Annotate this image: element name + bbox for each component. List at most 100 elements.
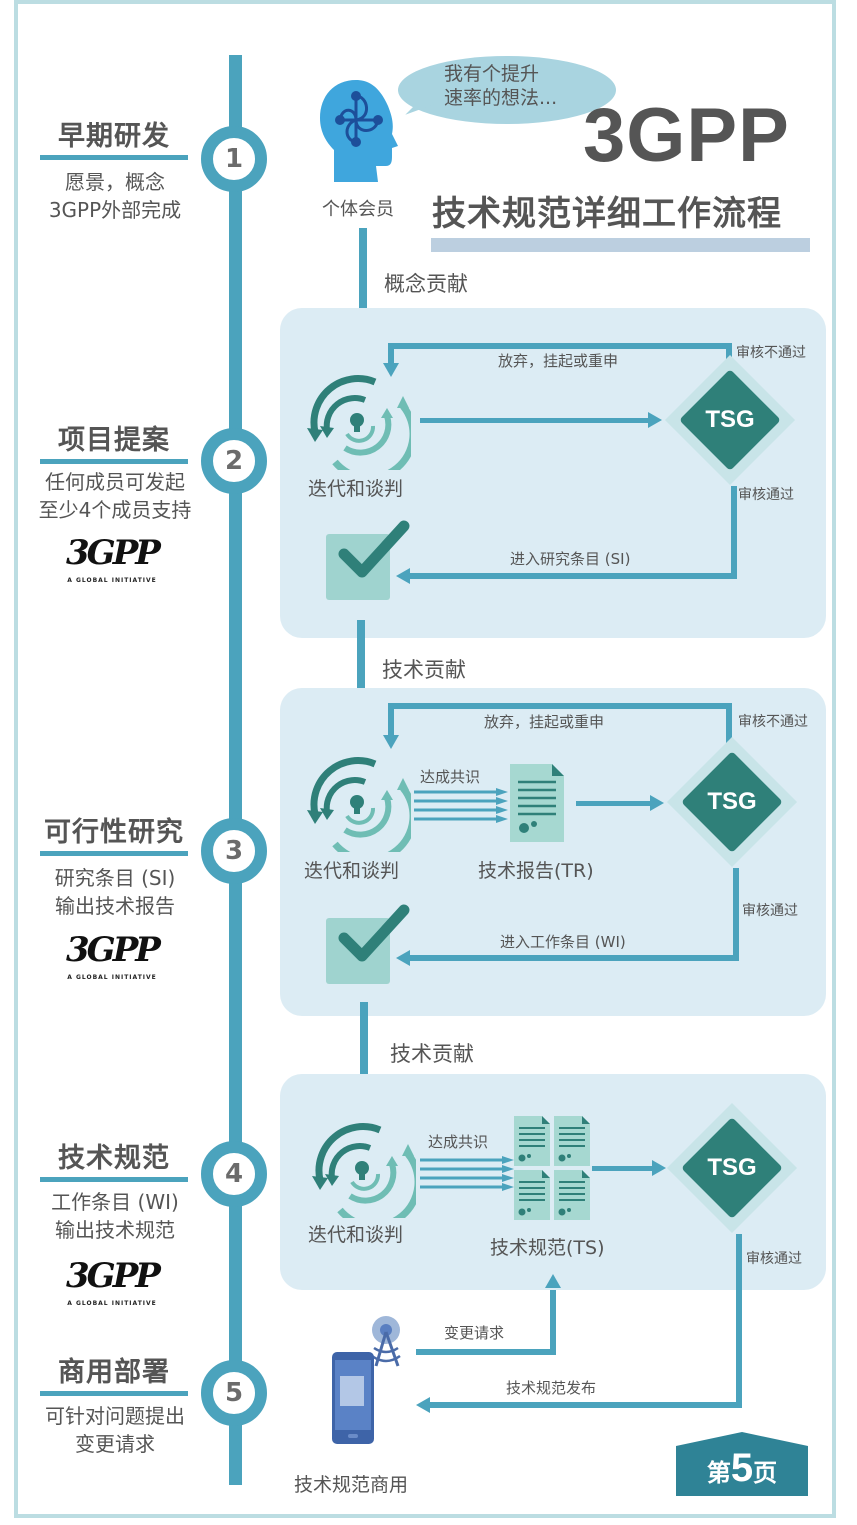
consensus-label: 达成共识	[420, 768, 481, 786]
change-request-line	[550, 1290, 556, 1355]
reject-loop-line	[388, 703, 394, 737]
stage-title-5: 商用部署	[58, 1357, 170, 1388]
pass-path-line	[410, 955, 739, 961]
arrow-right-icon	[650, 795, 664, 811]
stage-underline-2	[40, 459, 188, 464]
reject-path-label: 放弃，挂起或重申	[498, 352, 619, 370]
iteration-cycle-icon	[305, 752, 417, 864]
stage-node-3: 3	[201, 818, 267, 884]
flow-arrow-line	[357, 620, 365, 708]
individual-member-label: 个体会员	[322, 199, 394, 220]
page-number: 5	[730, 1446, 754, 1490]
3gpp-logo-tagline: A GLOBAL INITIATIVE	[67, 1300, 157, 1307]
pass-path-line	[731, 486, 737, 578]
reject-loop-line	[388, 703, 731, 709]
speech-bubble-line2: 速率的想法...	[444, 87, 558, 109]
arrow-right-icon	[648, 412, 662, 428]
publish-label: 技术规范发布	[506, 1379, 597, 1397]
3gpp-logo-mark: 3GPP	[66, 930, 161, 970]
tech-contribution-label-2: 技术贡献	[390, 1042, 474, 1066]
stage-node-2: 2	[201, 428, 267, 494]
publish-path-line	[430, 1402, 742, 1408]
stage-underline-4	[40, 1177, 188, 1182]
mobile-phone-antenna-icon	[330, 1312, 412, 1452]
tsg-diamond: TSG	[666, 1102, 798, 1234]
tsg-label: TSG	[707, 1154, 757, 1181]
review-pass-label: 审核通过	[742, 903, 798, 919]
title-underline-bar	[431, 238, 810, 252]
page-title: 3GPP	[583, 93, 790, 178]
stage-title-1: 早期研发	[58, 121, 170, 152]
3gpp-logo-mark: 3GPP	[66, 1256, 161, 1296]
reject-loop-line	[726, 343, 732, 365]
stage-desc-1: 愿景，概念 3GPP外部完成	[20, 168, 210, 224]
review-fail-label: 审核不通过	[736, 345, 806, 361]
stage-title-2: 项目提案	[58, 425, 170, 456]
change-request-label: 变更请求	[444, 1324, 505, 1342]
tsg-label: TSG	[705, 406, 755, 433]
stage-desc-1-line2: 3GPP外部完成	[48, 198, 182, 222]
stage-desc-2-line1: 任何成员可发起	[45, 470, 185, 494]
reject-loop-line	[388, 343, 731, 349]
consensus-arrows	[420, 1156, 516, 1192]
consensus-arrows	[414, 788, 510, 824]
page-prefix: 第	[706, 1459, 731, 1487]
technical-report-doc-icon	[510, 764, 564, 842]
stage-desc-3-line1: 研究条目 (SI)	[54, 866, 176, 890]
tsg-diamond: TSG	[666, 736, 798, 868]
arrow-up-icon	[545, 1274, 561, 1288]
tech-contribution-label-1: 技术贡献	[382, 658, 466, 682]
change-request-line	[416, 1349, 556, 1355]
page-subtitle: 技术规范详细工作流程	[432, 194, 782, 234]
stage-desc-4-line2: 输出技术规范	[55, 1218, 175, 1242]
stage-desc-3: 研究条目 (SI) 输出技术报告	[20, 864, 210, 920]
stage-desc-2: 任何成员可发起 至少4个成员支持	[20, 468, 210, 524]
iteration-label: 迭代和谈判	[304, 860, 400, 882]
stage-title-3: 可行性研究	[44, 817, 184, 848]
review-pass-label: 审核通过	[738, 487, 794, 503]
technical-report-label: 技术报告(TR)	[478, 860, 594, 882]
to-tsg-line	[420, 418, 650, 423]
3gpp-logo: 3GPP A GLOBAL INITIATIVE	[62, 930, 162, 986]
tsg-diamond: TSG	[664, 354, 796, 486]
arrow-left-icon	[416, 1397, 430, 1413]
to-tsg-line	[576, 801, 652, 806]
stage-desc-4-line1: 工作条目 (WI)	[51, 1190, 179, 1214]
stage-underline-5	[40, 1391, 188, 1396]
3gpp-logo-tagline: A GLOBAL INITIATIVE	[67, 974, 157, 981]
commercial-use-label: 技术规范商用	[294, 1474, 409, 1496]
enter-si-label: 进入研究条目 (SI)	[510, 550, 631, 568]
timeline-bar	[229, 55, 242, 1485]
stage-desc-5: 可针对问题提出 变更请求	[20, 1402, 210, 1458]
page-number-text: 第5页	[676, 1446, 808, 1491]
stage-desc-5-line2: 变更请求	[75, 1432, 155, 1456]
review-fail-label: 审核不通过	[738, 714, 808, 730]
arrow-left-icon	[396, 950, 410, 966]
stage-desc-1-line1: 愿景，概念	[65, 170, 165, 194]
arrow-down-icon	[383, 735, 399, 749]
stage-desc-5-line1: 可针对问题提出	[45, 1404, 185, 1428]
3gpp-logo: 3GPP A GLOBAL INITIATIVE	[62, 1256, 162, 1312]
checkmark-icon	[326, 904, 410, 984]
speech-bubble-text: 我有个提升 速率的想法...	[444, 62, 557, 110]
iteration-label: 迭代和谈判	[308, 1224, 404, 1246]
stage-node-4: 4	[201, 1141, 267, 1207]
reject-loop-line	[388, 343, 394, 365]
flow-arrow-line	[359, 228, 367, 338]
flow-arrow-line	[360, 1002, 368, 1094]
checkmark-icon	[326, 520, 410, 600]
pass-path-line	[733, 868, 739, 960]
arrow-down-icon	[383, 363, 399, 377]
enter-wi-label: 进入工作条目 (WI)	[500, 933, 626, 951]
page-number-badge: 第5页	[676, 1432, 808, 1496]
page-suffix: 页	[753, 1459, 778, 1487]
technical-specification-docs-icon	[514, 1116, 590, 1220]
stage-underline-3	[40, 851, 188, 856]
consensus-label: 达成共识	[428, 1133, 489, 1151]
iteration-cycle-icon	[305, 370, 417, 482]
publish-path-line	[736, 1234, 742, 1408]
technical-specification-label: 技术规范(TS)	[490, 1237, 605, 1259]
to-tsg-line	[592, 1166, 654, 1171]
arrow-left-icon	[396, 568, 410, 584]
3gpp-logo: 3GPP A GLOBAL INITIATIVE	[62, 533, 162, 589]
